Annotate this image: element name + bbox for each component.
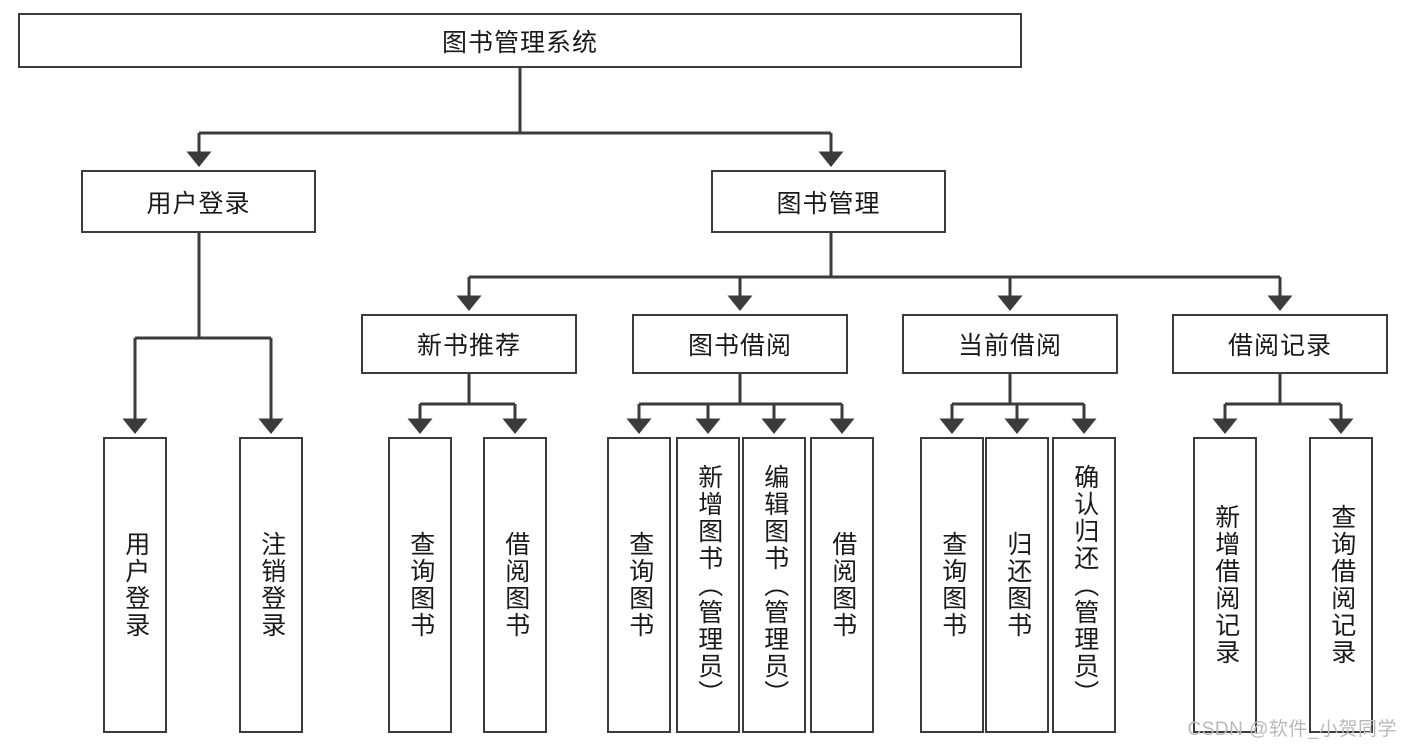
node-label: 查询图书 [625, 531, 654, 639]
node-label: 借阅记录 [1227, 332, 1332, 360]
node-label: 查询借阅记录 [1327, 504, 1356, 666]
node-label: 借阅图书 [501, 531, 530, 639]
node-label: 新增图书（管理员） [694, 463, 723, 707]
node-leaf-add-book[interactable]: 新增图书（管理员） [676, 437, 740, 733]
node-root-book-management-system[interactable]: 图书管理系统 [18, 13, 1022, 68]
node-label: 用户登录 [146, 189, 251, 218]
node-label: 确认归还（管理员） [1070, 463, 1099, 707]
node-label: 查询图书 [938, 531, 967, 639]
node-leaf-borrow-book-1[interactable]: 借阅图书 [483, 437, 547, 733]
node-leaf-query-book-1[interactable]: 查询图书 [388, 437, 452, 733]
node-leaf-query-book-3[interactable]: 查询图书 [920, 437, 984, 733]
node-leaf-query-record[interactable]: 查询借阅记录 [1309, 437, 1373, 733]
node-label: 图书借阅 [687, 332, 792, 360]
node-label: 新增借阅记录 [1211, 504, 1240, 666]
node-leaf-logout[interactable]: 注销登录 [239, 437, 303, 733]
node-leaf-user-login[interactable]: 用户登录 [103, 437, 167, 733]
node-book-management[interactable]: 图书管理 [711, 170, 946, 233]
node-leaf-add-record[interactable]: 新增借阅记录 [1193, 437, 1257, 733]
node-label: 新书推荐 [416, 332, 521, 360]
node-label: 用户登录 [121, 531, 150, 639]
node-label: 图书管理系统 [441, 28, 598, 57]
node-label: 当前借阅 [957, 332, 1062, 360]
node-leaf-edit-book[interactable]: 编辑图书（管理员） [742, 437, 806, 733]
watermark-text: CSDN @软件_小贺同学 [1187, 719, 1397, 740]
node-label: 借阅图书 [828, 531, 857, 639]
node-label: 查询图书 [406, 531, 435, 639]
node-leaf-return-book[interactable]: 归还图书 [985, 437, 1049, 733]
node-label: 归还图书 [1003, 531, 1032, 639]
node-leaf-borrow-book-2[interactable]: 借阅图书 [810, 437, 874, 733]
node-label: 编辑图书（管理员） [760, 463, 789, 707]
node-new-book-recommend[interactable]: 新书推荐 [361, 314, 577, 374]
node-leaf-query-book-2[interactable]: 查询图书 [607, 437, 671, 733]
node-label: 注销登录 [257, 531, 286, 639]
node-borrow-record[interactable]: 借阅记录 [1172, 314, 1388, 374]
node-current-borrow[interactable]: 当前借阅 [902, 314, 1118, 374]
node-label: 图书管理 [776, 189, 881, 218]
node-book-borrow[interactable]: 图书借阅 [632, 314, 848, 374]
node-user-login[interactable]: 用户登录 [81, 170, 316, 233]
node-leaf-confirm-return[interactable]: 确认归还（管理员） [1052, 437, 1116, 733]
